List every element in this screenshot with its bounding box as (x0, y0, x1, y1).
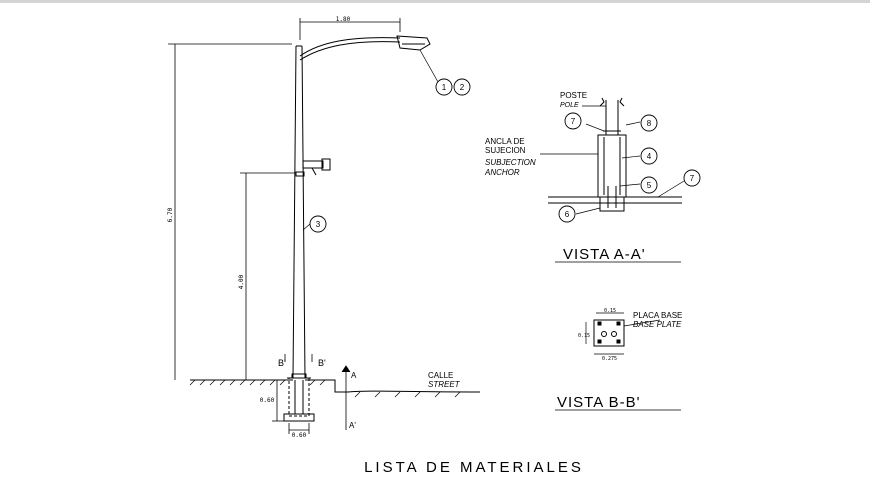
vista-a-title: VISTA A-A' (563, 246, 646, 263)
callout-7a-number: 7 (571, 117, 576, 126)
dim-plate-bottom: 0.275 (602, 356, 617, 362)
callout-7a (564, 112, 582, 130)
anchor-label-2: ANCHOR (484, 168, 520, 177)
vista-b-title: VISTA B-B' (557, 394, 640, 411)
dim-mid-height: 4.00 (238, 274, 245, 289)
dim-plate-top: 0.15 (604, 308, 616, 314)
street-label-en: STREET (428, 380, 461, 389)
section-markers (284, 354, 351, 430)
callout-2 (453, 78, 471, 96)
vista-b-detail (555, 312, 681, 411)
base-plate-label: BASE PLATE (633, 320, 682, 329)
dim-total-height: 6.70 (167, 207, 174, 222)
pole-label: POLE (560, 102, 579, 109)
callout-4-number: 4 (647, 152, 652, 161)
pole-bracket (295, 158, 331, 177)
lamp-arm (299, 37, 401, 57)
callout-leaders (302, 49, 439, 231)
dim-plate-side: 0.15 (578, 333, 590, 339)
callout-7b-number: 7 (690, 174, 695, 183)
poste-label: POSTE (560, 91, 587, 100)
callout-3-number: 3 (316, 220, 321, 229)
top-border (0, 0, 870, 3)
callout-1 (435, 78, 453, 96)
callout-5-number: 5 (647, 181, 652, 190)
lista-materiales-title: LISTA DE MATERIALES (364, 459, 584, 476)
dimension-lines (168, 18, 401, 434)
callout-3 (309, 215, 327, 233)
section-b-left-label: B' (278, 358, 286, 368)
callout-1-number: 1 (442, 83, 447, 92)
street-label-es: CALLE (428, 371, 453, 380)
callout-8 (640, 114, 658, 132)
section-a-bottom-label: A' (349, 421, 356, 430)
section-b-right-label: B' (318, 358, 326, 368)
pole-elevation (283, 35, 431, 422)
pole-shaft-left (292, 45, 297, 379)
dim-foundation-width: 0.60 (292, 432, 307, 439)
callout-6-number: 6 (565, 210, 570, 219)
placa-base-label: PLACA BASE (633, 311, 682, 320)
callout-4 (640, 147, 658, 165)
pole-shaft-right (301, 45, 306, 379)
callout-7b (683, 169, 701, 187)
dim-top: 1.80 (336, 16, 351, 23)
callout-5 (640, 176, 658, 194)
vista-a-detail (540, 97, 685, 263)
ground-line (189, 379, 481, 398)
callout-8-number: 8 (647, 119, 652, 128)
section-a-top-label: A (351, 371, 357, 380)
anchor-label-1: SUBJECTION (485, 158, 536, 167)
dim-foundation-depth: 0.60 (260, 397, 275, 404)
ancla-label-2: SUJECION (485, 146, 526, 155)
ancla-label-1: ANCLA DE (485, 137, 525, 146)
callout-circles (309, 78, 701, 233)
callout-6 (558, 205, 576, 223)
foundation (283, 373, 315, 422)
callout-2-number: 2 (460, 83, 465, 92)
luminaire-head (396, 35, 431, 51)
